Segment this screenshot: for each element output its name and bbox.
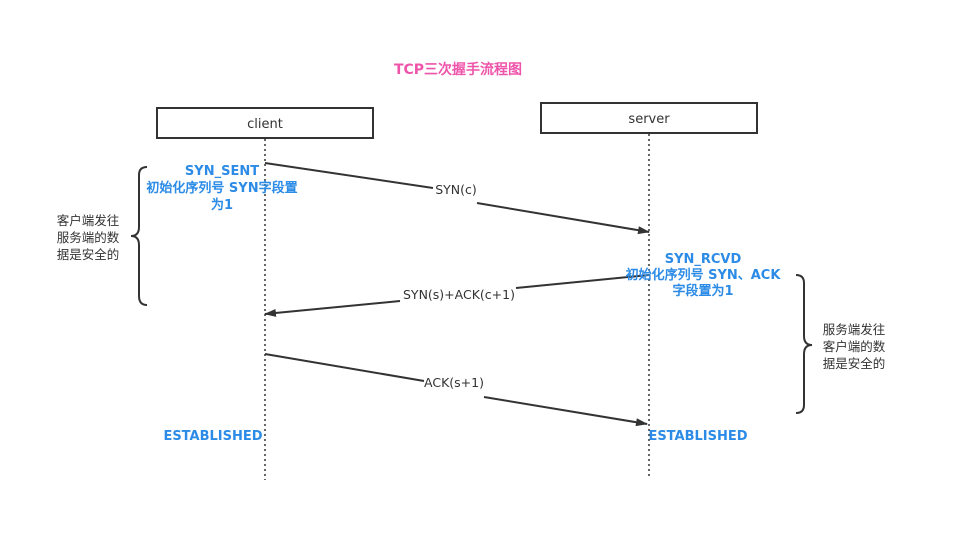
ack-arrow-segment-1 bbox=[264, 353, 425, 382]
server-note-line3: 据是安全的 bbox=[823, 356, 886, 371]
ack-label: ACK(s+1) bbox=[424, 375, 484, 390]
diagram-title: TCP三次握手流程图 bbox=[394, 61, 522, 78]
server-syn-rcvd-desc-line1: 初始化序列号 SYN、ACK bbox=[626, 267, 782, 283]
server-syn-rcvd-desc-line2: 字段置为1 bbox=[672, 283, 733, 299]
client-syn-sent-title: SYN_SENT bbox=[185, 164, 259, 179]
client-brace bbox=[130, 166, 148, 306]
client-note-line3: 据是安全的 bbox=[57, 247, 120, 262]
server-brace bbox=[795, 274, 813, 414]
syn-ack-label: SYN(s)+ACK(c+1) bbox=[403, 287, 515, 302]
syn-label: SYN(c) bbox=[435, 182, 477, 197]
server-note-line2: 客户端的数 bbox=[823, 339, 886, 354]
syn-ack-arrow bbox=[264, 300, 401, 317]
client-box bbox=[156, 107, 374, 139]
server-syn-rcvd-title: SYN_RCVD bbox=[665, 252, 742, 267]
client-syn-sent-desc-line2: 为1 bbox=[211, 197, 233, 213]
syn-arrow-segment-1 bbox=[264, 162, 434, 189]
server-established: ESTABLISHED bbox=[648, 429, 747, 444]
client-label: client bbox=[247, 117, 283, 132]
client-established: ESTABLISHED bbox=[163, 429, 262, 444]
client-syn-sent-desc-line1: 初始化序列号 SYN字段置 bbox=[146, 180, 297, 196]
client-note-line2: 服务端的数 bbox=[57, 230, 120, 245]
client-note-line1: 客户端发往 bbox=[57, 213, 120, 228]
syn-ack-arrow-segment-1 bbox=[515, 274, 650, 289]
server-note-line1: 服务端发往 bbox=[823, 322, 886, 337]
server-label: server bbox=[628, 112, 670, 127]
server-box bbox=[540, 102, 758, 134]
ack-arrow bbox=[483, 396, 648, 427]
syn-arrow bbox=[476, 202, 650, 235]
